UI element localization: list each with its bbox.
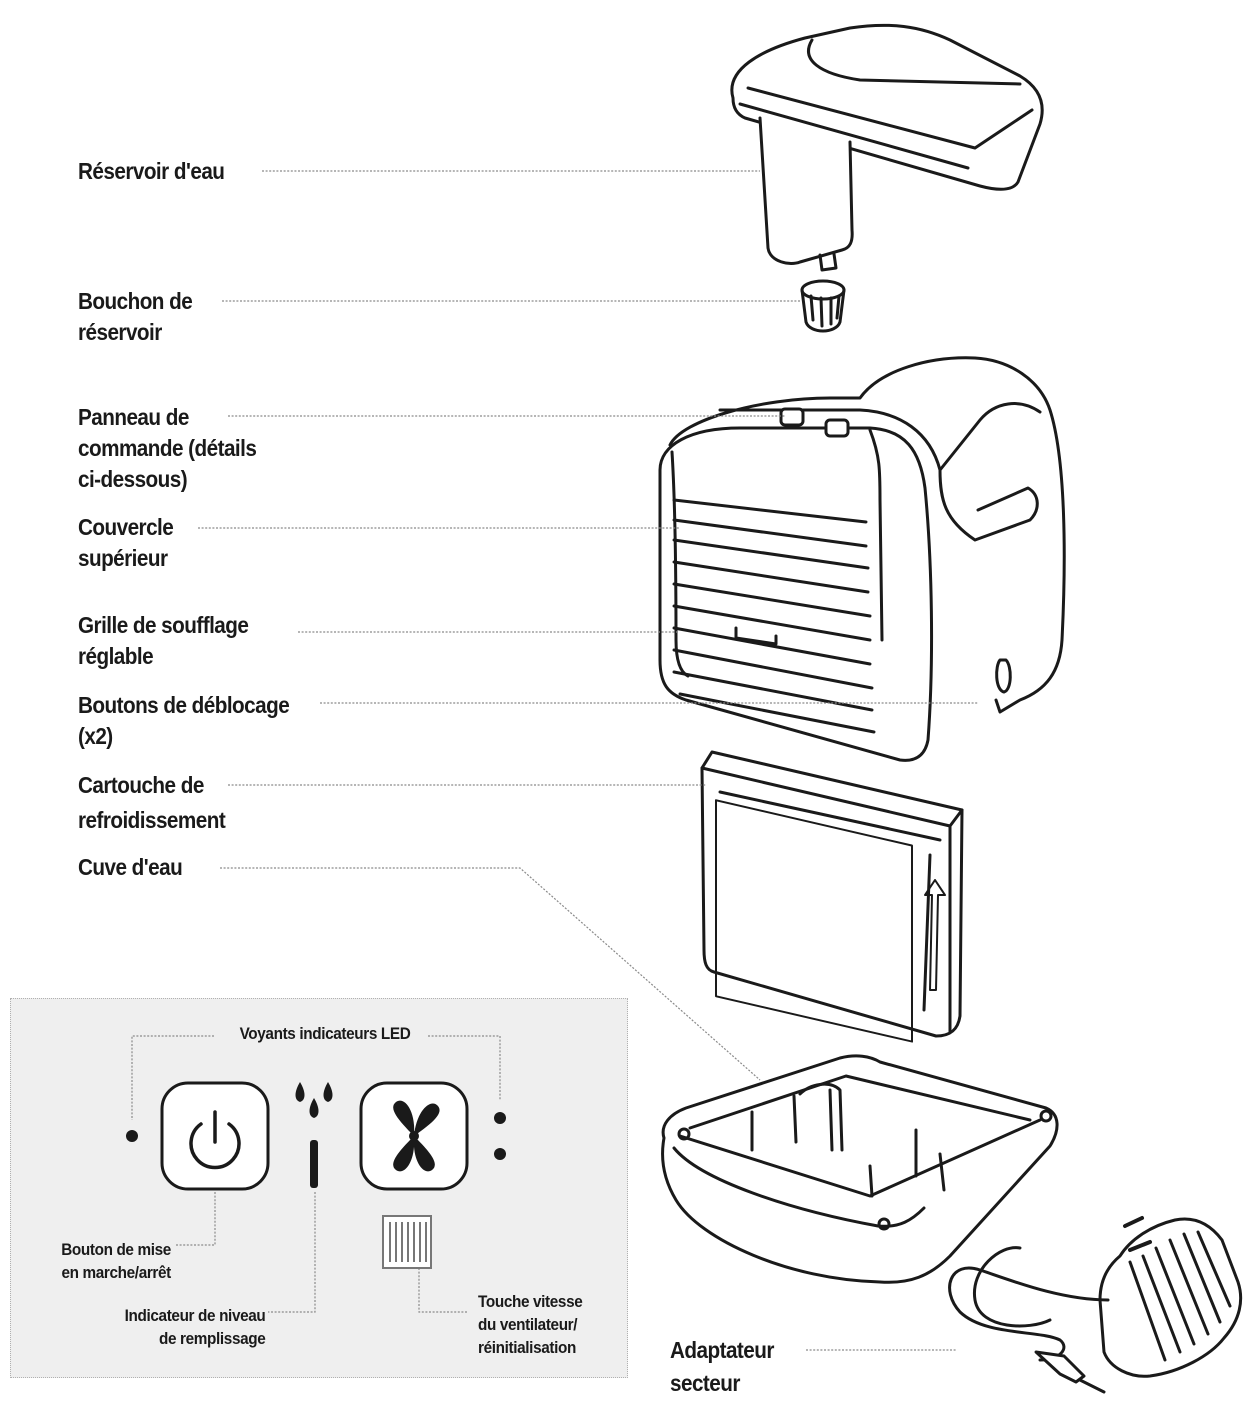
label-cooling-cartridge: Cartouche de refroidissement <box>78 768 226 838</box>
label-release-buttons-line-1: Boutons de déblocage <box>78 692 290 718</box>
label-louvre-line-1: Grille de soufflage <box>78 612 249 638</box>
label-top-cover-line-2: supérieur <box>78 545 168 571</box>
cooling-cartridge-illustration <box>700 750 964 1043</box>
fan-button-caption-line-3: réinitialisation <box>478 1338 576 1357</box>
label-control-panel-line-1: Panneau de <box>78 404 189 430</box>
fan-button-caption-line-1: Touche vitesse <box>478 1292 583 1311</box>
label-tank-cap: Bouchon de réservoir <box>78 286 193 348</box>
power-button-caption-line-1: Bouton de mise <box>61 1240 171 1259</box>
label-water-tray: Cuve d'eau <box>78 852 183 883</box>
label-cooling-cartridge-line-2: refroidissement <box>78 807 226 833</box>
label-release-buttons-line-2: (x2) <box>78 723 113 749</box>
label-top-cover: Couvercle supérieur <box>78 512 174 574</box>
control-panel-detail <box>10 998 628 1378</box>
tank-cap-illustration <box>800 279 846 333</box>
label-control-panel: Panneau de commande (détails ci-dessous) <box>78 402 257 495</box>
cooler-body-illustration <box>658 356 1066 762</box>
level-indicator-caption: Indicateur de niveau de remplissage <box>124 1304 265 1350</box>
label-tank-cap-line-2: réservoir <box>78 319 162 345</box>
adapter-illustration <box>948 1216 1243 1394</box>
led-indicators-title: Voyants indicateurs LED <box>225 1022 425 1045</box>
level-indicator-caption-line-1: Indicateur de niveau <box>124 1306 265 1325</box>
power-button-caption: Bouton de mise en marche/arrêt <box>61 1238 171 1284</box>
label-adapter: Adaptateur secteur <box>670 1334 774 1400</box>
label-top-cover-line-1: Couvercle <box>78 514 174 540</box>
label-tank-cap-line-1: Bouchon de <box>78 288 193 314</box>
label-water-tank-line: Réservoir d'eau <box>78 158 225 184</box>
label-cooling-cartridge-line-1: Cartouche de <box>78 772 204 798</box>
led-indicators-title-text: Voyants indicateurs LED <box>239 1024 411 1043</box>
power-button-caption-line-2: en marche/arrêt <box>61 1263 172 1282</box>
label-water-tray-line: Cuve d'eau <box>78 854 183 880</box>
level-indicator-caption-line-2: de remplissage <box>158 1329 266 1348</box>
label-control-panel-line-3: ci-dessous) <box>78 466 188 492</box>
fan-button-caption-line-2: du ventilateur/ <box>478 1315 578 1334</box>
water-tray-illustration <box>661 1054 1059 1284</box>
water-tank-illustration <box>730 23 1044 272</box>
label-water-tank: Réservoir d'eau <box>78 156 225 187</box>
label-adapter-line-1: Adaptateur <box>670 1337 774 1363</box>
fan-button-caption: Touche vitesse du ventilateur/ réinitial… <box>478 1290 583 1359</box>
label-louvre-line-2: réglable <box>78 643 154 669</box>
label-release-buttons: Boutons de déblocage (x2) <box>78 690 290 752</box>
label-adapter-line-2: secteur <box>670 1370 740 1396</box>
label-louvre: Grille de soufflage réglable <box>78 610 249 672</box>
label-control-panel-line-2: commande (détails <box>78 435 257 461</box>
